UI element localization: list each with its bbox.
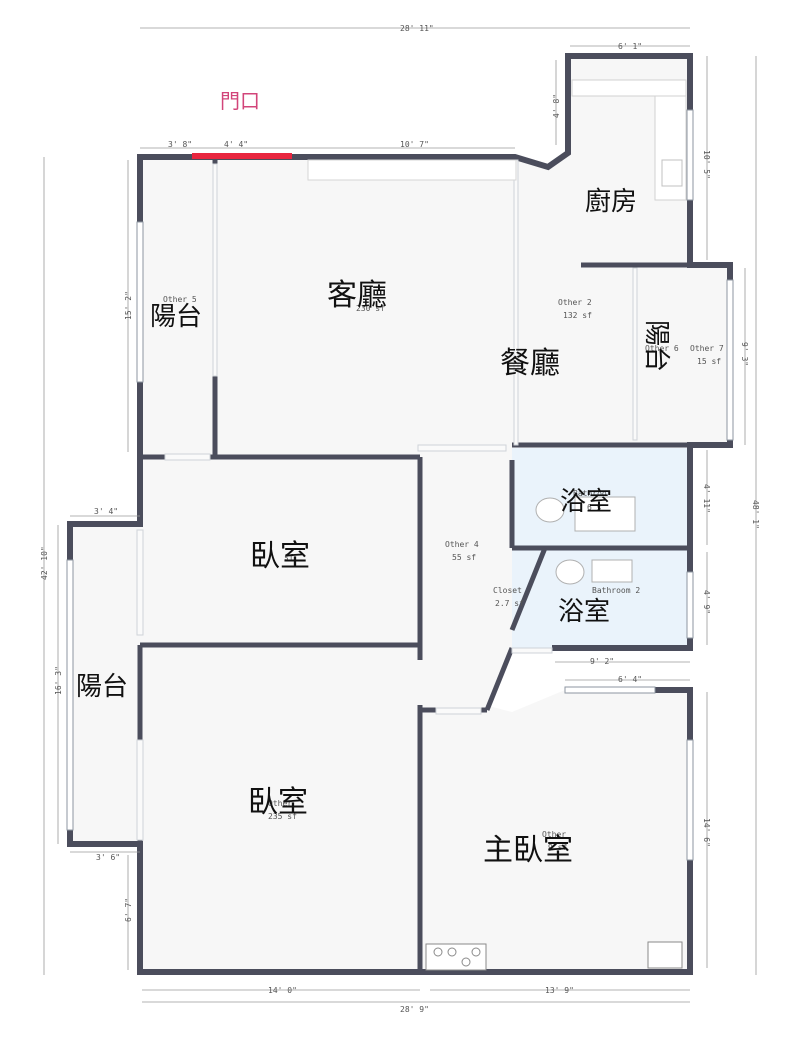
dim-bottom-right: 13' 9" — [545, 986, 574, 995]
room-sublabels: 230 sf Other 5 Other 2 132 sf Other 6 Ot… — [163, 295, 724, 852]
dim-kitchen-top: 6' 1" — [618, 42, 642, 51]
room-master: 主臥室 — [483, 833, 573, 868]
bedroom1-sub: sf — [284, 553, 294, 562]
master-sub1: Other — [542, 830, 566, 839]
room-bath1: 浴室 — [560, 487, 612, 517]
bath1-sub1: Bathroo — [573, 489, 607, 498]
dim-balc-w-bottom: 3' 6" — [96, 853, 120, 862]
dim-bottom-total: 28' 9" — [400, 1005, 429, 1014]
room-living: 客廳 — [327, 278, 387, 313]
living-area: 230 sf — [356, 304, 385, 313]
fixtures — [425, 496, 683, 971]
bath1-sub2: 6 s — [587, 503, 602, 512]
other7-area: 15 sf — [697, 357, 721, 366]
dim-master-top: 6' 4" — [618, 675, 642, 684]
room-bedroom2: 臥室 — [248, 785, 308, 820]
dim-total-right: 48' 1" — [751, 500, 760, 529]
bedroom2-sub2: 235 sf — [268, 812, 297, 821]
master-sub2: 9 sf — [548, 843, 567, 852]
closet-area: 2.7 sf — [495, 599, 524, 608]
room-names: 客廳 餐廳 廚房 陽台 陽台 陽台 臥室 臥室 主臥室 浴室 浴室 — [76, 187, 671, 868]
other2-area: 132 sf — [563, 311, 592, 320]
closet-label: Closet — [493, 586, 522, 595]
bath2-sub1: Bathroom 2 — [592, 586, 640, 595]
dim-balc-w-side: 16' 3" — [54, 666, 63, 695]
other4-area: 55 sf — [452, 553, 476, 562]
dim-top-total: 28' 11" — [400, 24, 434, 33]
room-kitchen: 廚房 — [585, 187, 637, 217]
room-bath2: 浴室 — [558, 597, 610, 627]
other6-label: Other 6 — [645, 344, 679, 353]
other4-label: Other 4 — [445, 540, 479, 549]
doors — [136, 159, 638, 841]
room-bedroom1: 臥室 — [250, 539, 310, 574]
dimension-lines — [43, 27, 757, 1003]
dim-bath-bottom: 9' 2" — [590, 657, 614, 666]
room-balcony-right: 陽台 — [641, 320, 671, 372]
dim-kitchen-side: 4' 8" — [552, 94, 561, 118]
dim-total-left: 42' 10" — [40, 546, 49, 580]
other2-label: Other 2 — [558, 298, 592, 307]
room-balcony-left: 陽台 — [150, 302, 202, 332]
dim-balc-w-top: 3' 4" — [94, 507, 118, 516]
entrance-label: 門口 — [220, 89, 260, 113]
dim-bottom-left: 14' 0" — [268, 986, 297, 995]
dim-low-left: 6' 7" — [124, 898, 133, 922]
dim-seg-a: 3' 8" — [168, 140, 192, 149]
other7-label: Other 7 — [690, 344, 724, 353]
dim-seg-b: 4' 4" — [224, 140, 248, 149]
floor-fills — [70, 56, 730, 972]
dim-kitchen-right: 10' 5" — [702, 150, 711, 179]
kitchen-counters — [307, 79, 687, 201]
dim-bath1-right: 4' 11" — [702, 484, 711, 513]
dim-bath2-right: 4' 9" — [702, 590, 711, 614]
balcony-left-sub: Other 5 — [163, 295, 197, 304]
dim-seg-c: 10' 7" — [400, 140, 429, 149]
dim-left-mid: 15' 2" — [124, 291, 133, 320]
room-dining: 餐廳 — [500, 346, 560, 381]
room-balcony-west: 陽台 — [76, 672, 128, 702]
dim-master-right: 14' 6" — [702, 818, 711, 847]
dimension-labels: 28' 11" 6' 1" 3' 8" 4' 4" 10' 7" 14' 0" … — [40, 24, 760, 1014]
windows — [66, 109, 734, 861]
bedroom2-sub1: Other — [268, 799, 292, 808]
dim-balc-right: 9' 3" — [740, 342, 749, 366]
